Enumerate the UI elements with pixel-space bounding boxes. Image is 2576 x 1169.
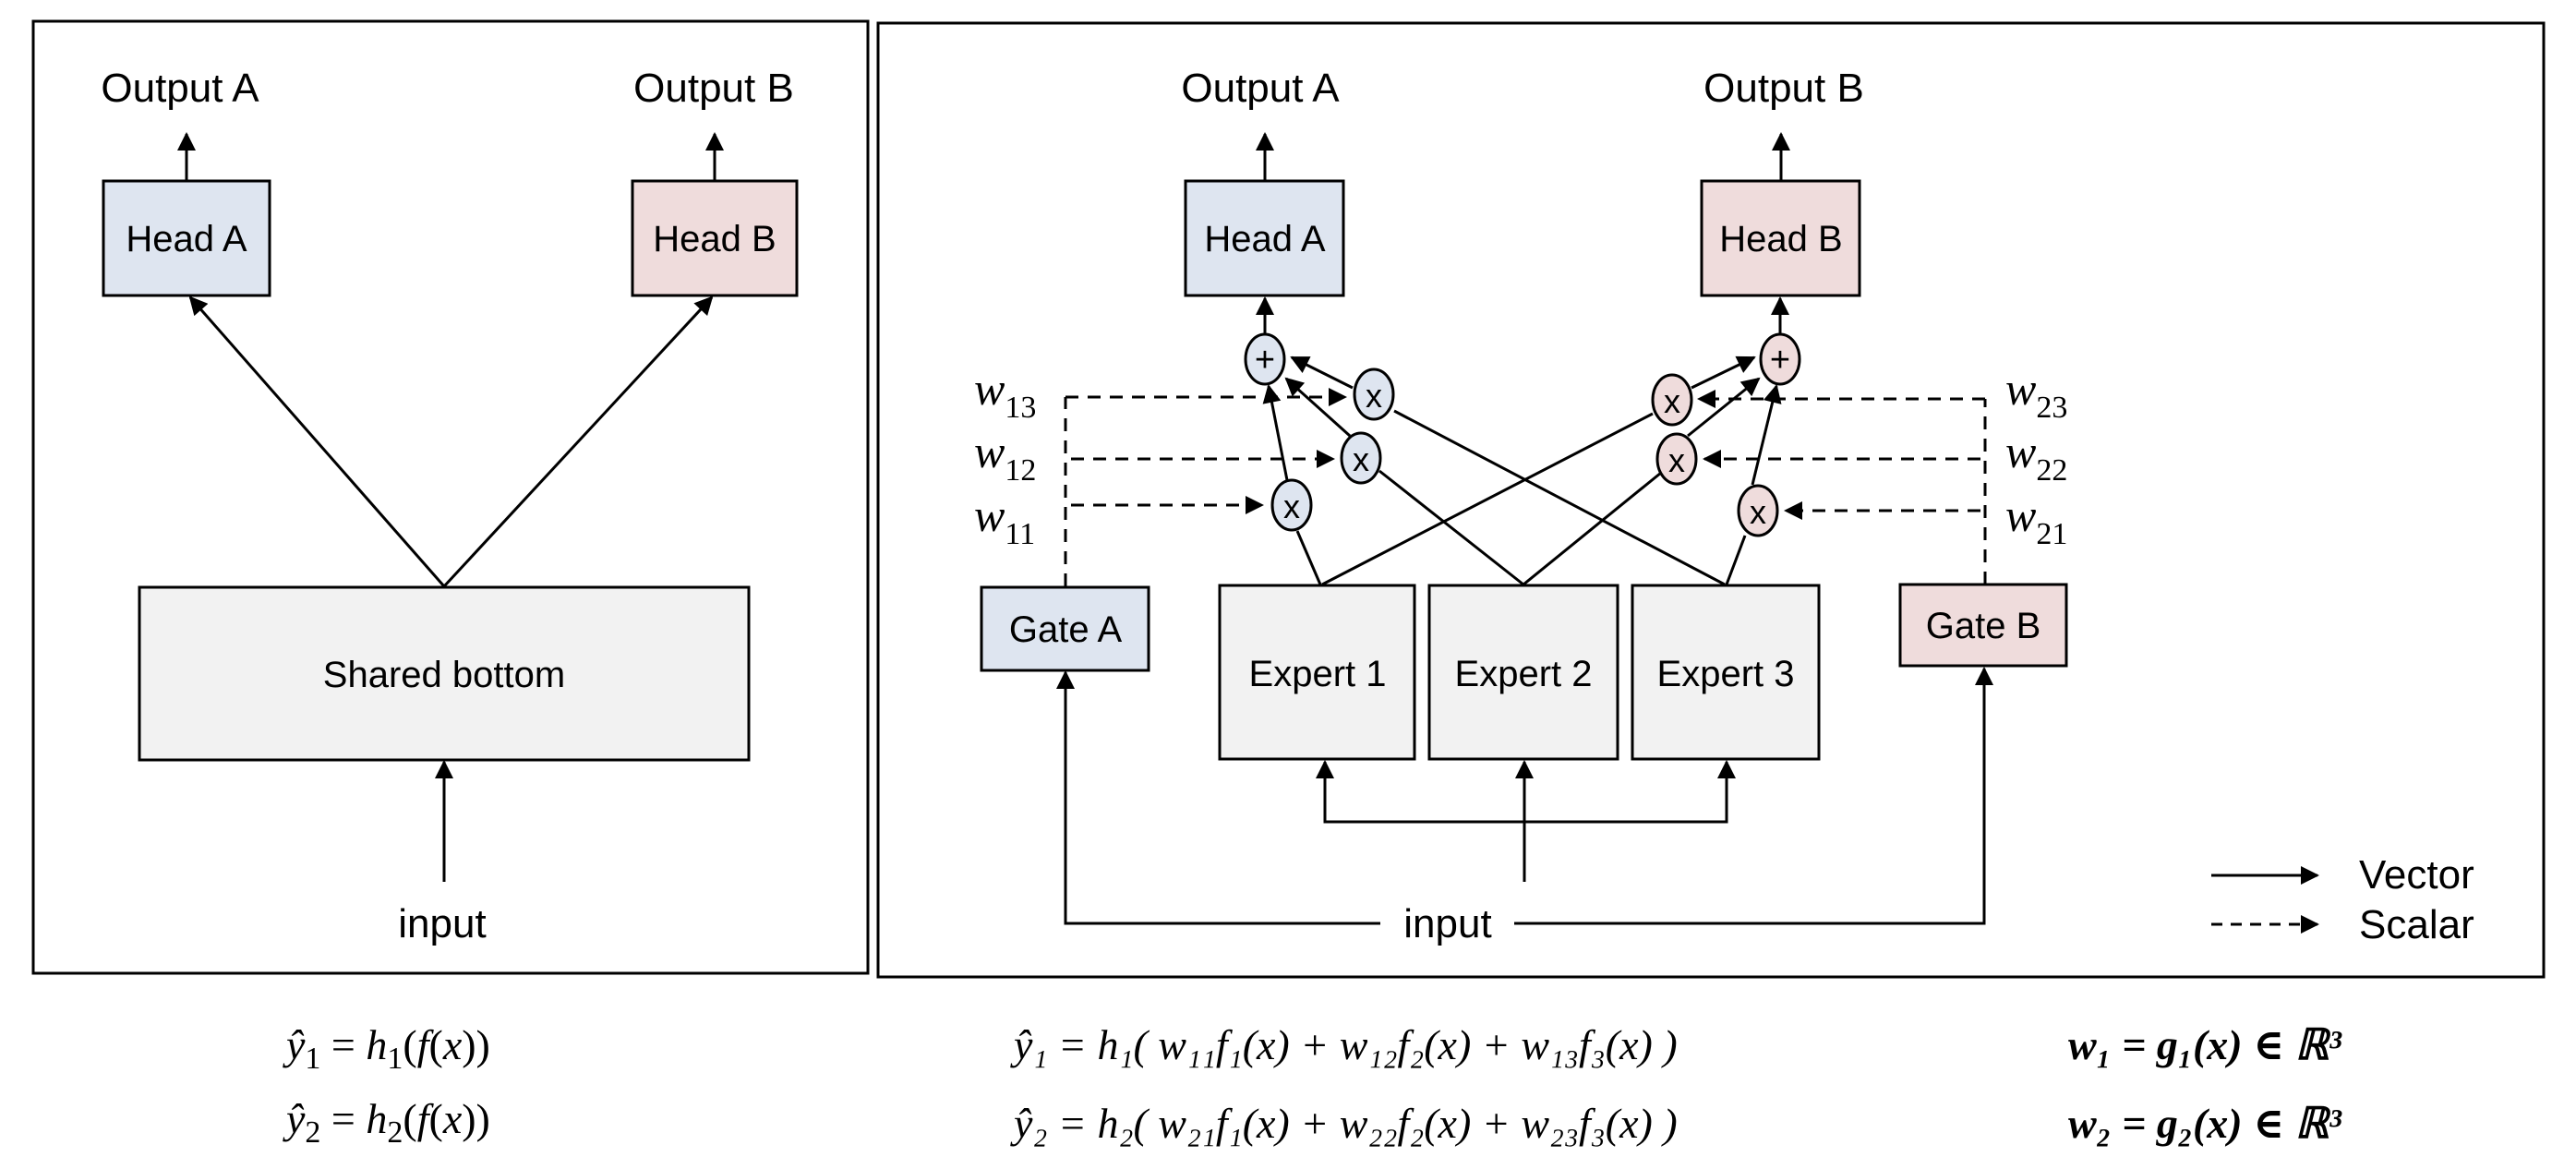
output-b-label: Output B — [1703, 66, 1864, 111]
line-expert2-to-mult-b2 — [1523, 471, 1662, 586]
shared-bottom-equations: ŷ1 = h1(f(x)) ŷ2 = h2(f(x)) — [283, 1021, 490, 1150]
output-b-label: Output B — [633, 66, 794, 111]
arrow-mult-a3-to-sum-a — [1290, 356, 1354, 390]
gate-b-box: Gate B — [1898, 583, 2068, 668]
gate-a-scalar-lines — [1064, 388, 1347, 586]
gate-b-scalar-lines — [1697, 390, 1987, 584]
head-b-box: Head B — [1700, 179, 1861, 297]
legend: Vector Scalar — [2211, 852, 2474, 947]
equation-w1-gate: w₁ = g₁(x) ∈ ℝ³ — [2068, 1021, 2342, 1068]
output-a-label: Output A — [101, 66, 259, 111]
mult-to-sum-arrows — [1262, 356, 1782, 486]
legend-scalar-label: Scalar — [2359, 902, 2474, 947]
arrow-shared-to-head-a — [188, 295, 446, 587]
expert-2-label: Expert 2 — [1455, 654, 1593, 694]
expert-1-label: Expert 1 — [1249, 654, 1387, 694]
arrow-mult-b2-to-sum-b — [1687, 377, 1761, 438]
head-b-box: Head B — [631, 179, 799, 297]
sum-node-b: + — [1759, 332, 1801, 386]
gate-a-box: Gate A — [980, 585, 1150, 672]
head-a-box: Head A — [102, 179, 271, 297]
line-input-to-gate-b — [1514, 667, 1993, 925]
gate-a-label: Gate A — [1009, 609, 1123, 650]
weight-label-w23: w23 — [2005, 363, 2067, 425]
shared-bottom-box: Shared bottom — [138, 585, 751, 762]
multiply-icon: x — [1750, 493, 1766, 531]
head-b-label: Head B — [1719, 219, 1842, 259]
multiply-icon: x — [1664, 382, 1680, 420]
expert-3-label: Expert 3 — [1657, 654, 1795, 694]
mult-node-a1: x — [1270, 478, 1313, 532]
equation-y1-moe: ŷ₁ = h₁( w₁₁f₁(x) + w₁₂f₂(x) + w₁₃f₃(x) … — [1010, 1021, 1678, 1068]
mult-node-b3: x — [1651, 373, 1693, 427]
equation-y2-shared: ŷ2 = h2(f(x)) — [283, 1095, 490, 1150]
plus-icon: + — [1770, 341, 1790, 380]
mult-node-b1: x — [1737, 484, 1779, 537]
head-b-label: Head B — [653, 219, 776, 259]
head-a-label: Head A — [1204, 219, 1326, 259]
head-a-box: Head A — [1184, 179, 1345, 297]
input-label: input — [1403, 901, 1491, 946]
expert-2-box: Expert 2 — [1427, 584, 1619, 761]
line-expert3-to-mult-a3 — [1393, 409, 1726, 586]
line-expert2-to-mult-a2 — [1378, 469, 1524, 586]
input-label: input — [398, 901, 486, 946]
equation-y2-moe: ŷ₂ = h₂( w₂₁f₁(x) + w₂₂f₂(x) + w₂₃f₃(x) … — [1010, 1100, 1678, 1147]
head-a-label: Head A — [126, 219, 247, 259]
gate-b-label: Gate B — [1926, 606, 2041, 646]
line-expert3-to-mult-b3 — [1725, 535, 1747, 585]
panel-border — [31, 19, 870, 975]
weight-label-w11: w11 — [974, 489, 1035, 551]
arrow-shared-to-head-b — [442, 295, 714, 588]
equation-y1-shared: ŷ1 = h1(f(x)) — [283, 1021, 490, 1076]
weight-label-w22: w22 — [2005, 426, 2067, 488]
arrow-mult-b1-to-sum-b — [1751, 384, 1782, 486]
output-a-label: Output A — [1181, 66, 1340, 111]
mult-node-a2: x — [1340, 431, 1382, 485]
multiply-icon: x — [1353, 440, 1369, 478]
weight-label-w13: w13 — [974, 363, 1036, 425]
legend-vector-label: Vector — [2359, 852, 2474, 898]
mult-node-a3: x — [1353, 368, 1395, 421]
mult-node-b2: x — [1655, 432, 1698, 486]
line-expert1-to-mult-a1 — [1295, 530, 1322, 585]
multiply-icon: x — [1283, 488, 1300, 525]
expert-3-box: Expert 3 — [1631, 584, 1821, 761]
line-input-to-gate-a — [1056, 670, 1380, 925]
moe-panel: Output A Output B Head A Head B — [876, 21, 2546, 979]
multiply-icon: x — [1668, 441, 1685, 479]
arrow-mult-a1-to-sum-a — [1262, 384, 1289, 481]
expert-connections — [1295, 409, 1747, 586]
arrow-mult-b3-to-sum-b — [1691, 356, 1756, 390]
line-expert1-to-mult-b1 — [1321, 412, 1654, 586]
expert-1-box: Expert 1 — [1218, 584, 1416, 761]
equation-w2-gate: w₂ = g₂(x) ∈ ℝ³ — [2068, 1100, 2342, 1147]
weight-label-w12: w12 — [974, 426, 1036, 488]
panel-border — [876, 21, 2546, 979]
plus-icon: + — [1255, 341, 1275, 380]
weight-label-w21: w21 — [2005, 489, 2067, 551]
arrow-mult-a2-to-sum-a — [1284, 377, 1352, 438]
sum-node-a: + — [1244, 332, 1286, 386]
shared-bottom-panel: Output A Output B Head A Head B Shared b… — [31, 19, 870, 975]
input-routing — [1056, 667, 1993, 925]
multiply-icon: x — [1366, 377, 1382, 415]
shared-bottom-label: Shared bottom — [323, 655, 565, 695]
moe-equations: ŷ₁ = h₁( w₁₁f₁(x) + w₁₂f₂(x) + w₁₃f₃(x) … — [1010, 1021, 2342, 1147]
